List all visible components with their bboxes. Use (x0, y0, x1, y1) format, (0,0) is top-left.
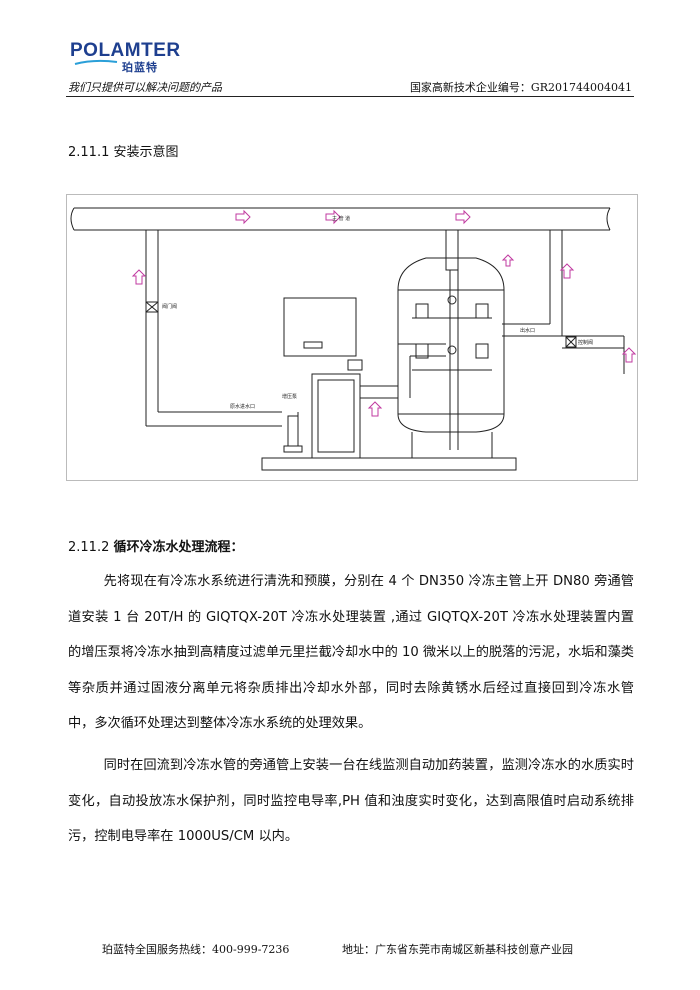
header-certificate: 国家高新技术企业编号：GR201744004041 (409, 81, 632, 94)
label-valve-right: 控制阀 (578, 339, 593, 346)
installation-diagram: 主 管 道 阀门阀 原水进水口 增压泵 出水口 控制阀 (66, 194, 638, 481)
header-slogan: 我们只提供可以解决问题的产品 (68, 81, 222, 94)
label-outlet: 出水口 (520, 327, 535, 334)
footer-address: 地址：广东省东莞市南城区新基科技创意产业园 (342, 943, 573, 956)
logo-brand-text: POLAMTER (70, 40, 181, 61)
logo-cn-text: 珀蓝特 (122, 61, 158, 74)
section-heading-process: 2.11.2 循环冷冻水处理流程： (68, 536, 244, 555)
section-heading-number: 2.11.2 (68, 540, 114, 555)
paragraph-text: 先将现在有冷冻水系统进行清洗和预膜，分别在 4 个 DN350 冷冻主管上开 D… (68, 574, 634, 731)
label-booster-pump: 增压泵 (282, 393, 297, 400)
label-valve-left: 阀门阀 (162, 303, 177, 310)
logo-swoosh-icon (74, 59, 118, 65)
header-divider (66, 96, 634, 97)
footer-hotline: 珀蓝特全国服务热线：400-999-7236 (102, 943, 290, 956)
company-logo: POLAMTER 珀蓝特 (70, 36, 180, 76)
label-main-pipe: 主 管 道 (332, 215, 350, 222)
section-heading-install: 2.11.1 安装示意图 (68, 145, 179, 160)
section-heading-title: 循环冷冻水处理流程： (113, 540, 244, 555)
paragraph-text: 同时在回流到冷冻水管的旁通管上安装一台在线监测自动加药装置，监测冷冻水的水质实时… (68, 758, 634, 844)
paragraph-monitoring: 同时在回流到冷冻水管的旁通管上安装一台在线监测自动加药装置，监测冷冻水的水质实时… (68, 748, 634, 855)
label-raw-water-inlet: 原水进水口 (230, 403, 255, 410)
paragraph-process: 先将现在有冷冻水系统进行清洗和预膜，分别在 4 个 DN350 冷冻主管上开 D… (68, 564, 634, 742)
